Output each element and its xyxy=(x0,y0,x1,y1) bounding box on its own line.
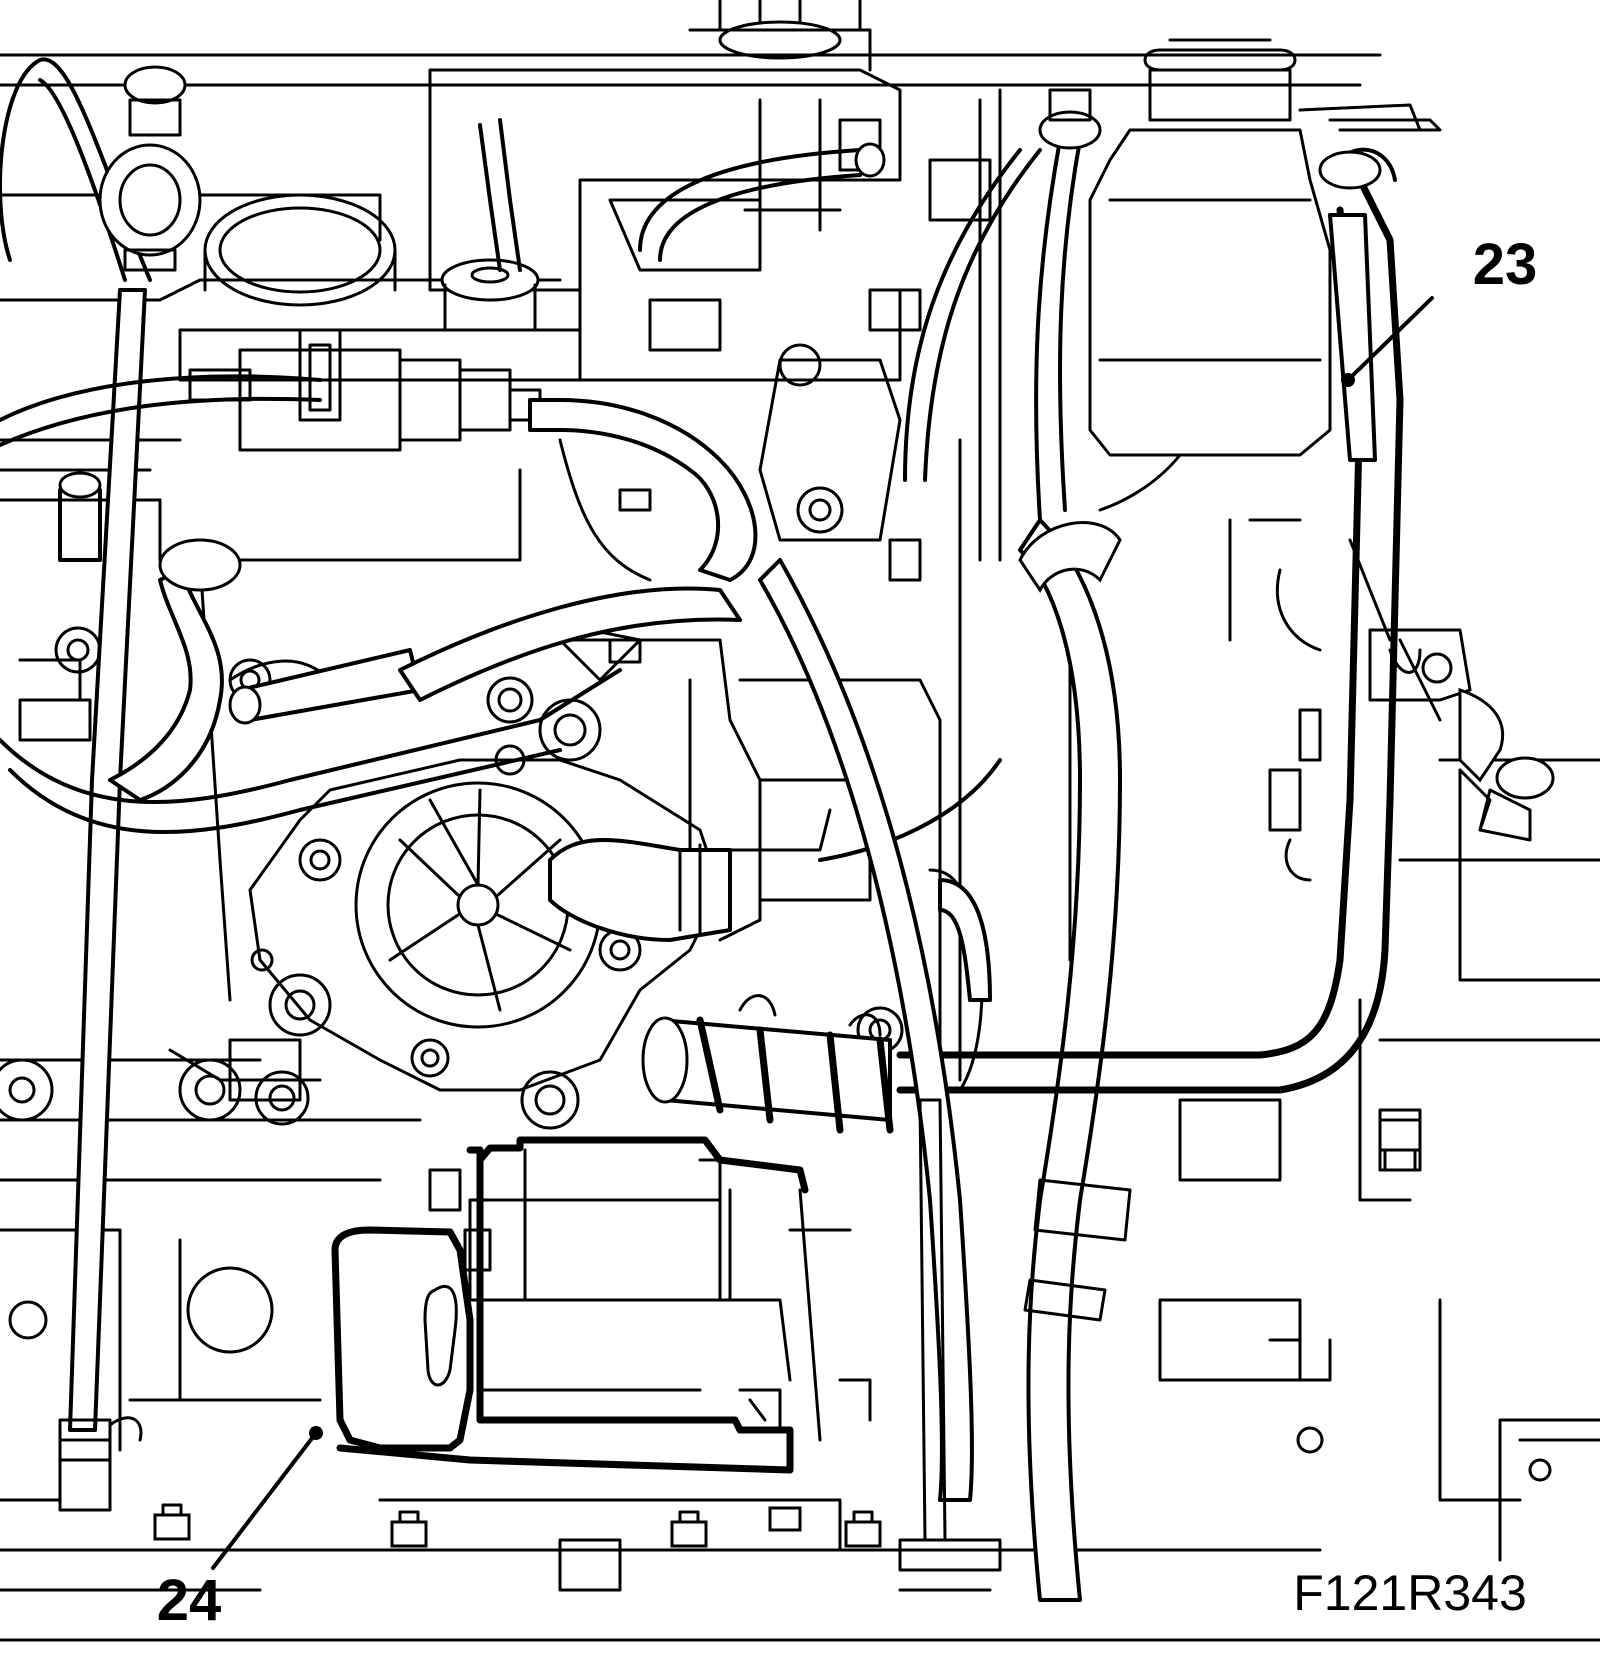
figure-reference: F121R343 xyxy=(1293,1565,1527,1621)
starter-motor-24 xyxy=(331,1136,872,1474)
leader-lines xyxy=(211,296,1434,1570)
hose-23 xyxy=(896,118,1555,1172)
pump-outlet-hose xyxy=(548,838,992,1134)
callout-24-label: 24 xyxy=(157,1568,222,1633)
sensor-assembly xyxy=(178,118,886,582)
radiator-hose xyxy=(818,88,1132,1602)
callout-23-label: 23 xyxy=(1473,232,1538,297)
left-hoses xyxy=(0,57,742,1512)
coolant-reservoir xyxy=(1088,38,1422,512)
bottom-bolts xyxy=(153,1503,882,1548)
center-pipe xyxy=(758,558,1002,1592)
